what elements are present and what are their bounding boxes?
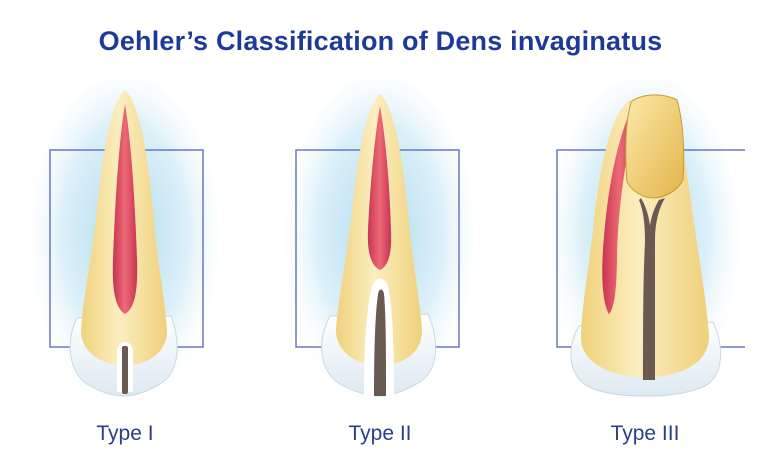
diagram-title: Oehler’s Classification of Dens invagina… — [0, 26, 761, 57]
panel-type-1 — [25, 80, 225, 410]
caption-type-1: Type I — [25, 422, 225, 446]
caption-type-3: Type III — [545, 422, 745, 446]
invagination — [122, 346, 128, 394]
caption-type-2: Type II — [280, 422, 480, 446]
invagination-sac — [626, 95, 684, 198]
panel-type-3 — [545, 80, 745, 410]
tooth-type-1-illustration — [25, 80, 225, 410]
tooth-type-3-illustration — [545, 80, 745, 410]
tooth-type-2-illustration — [280, 80, 480, 410]
panel-type-2 — [280, 80, 480, 410]
